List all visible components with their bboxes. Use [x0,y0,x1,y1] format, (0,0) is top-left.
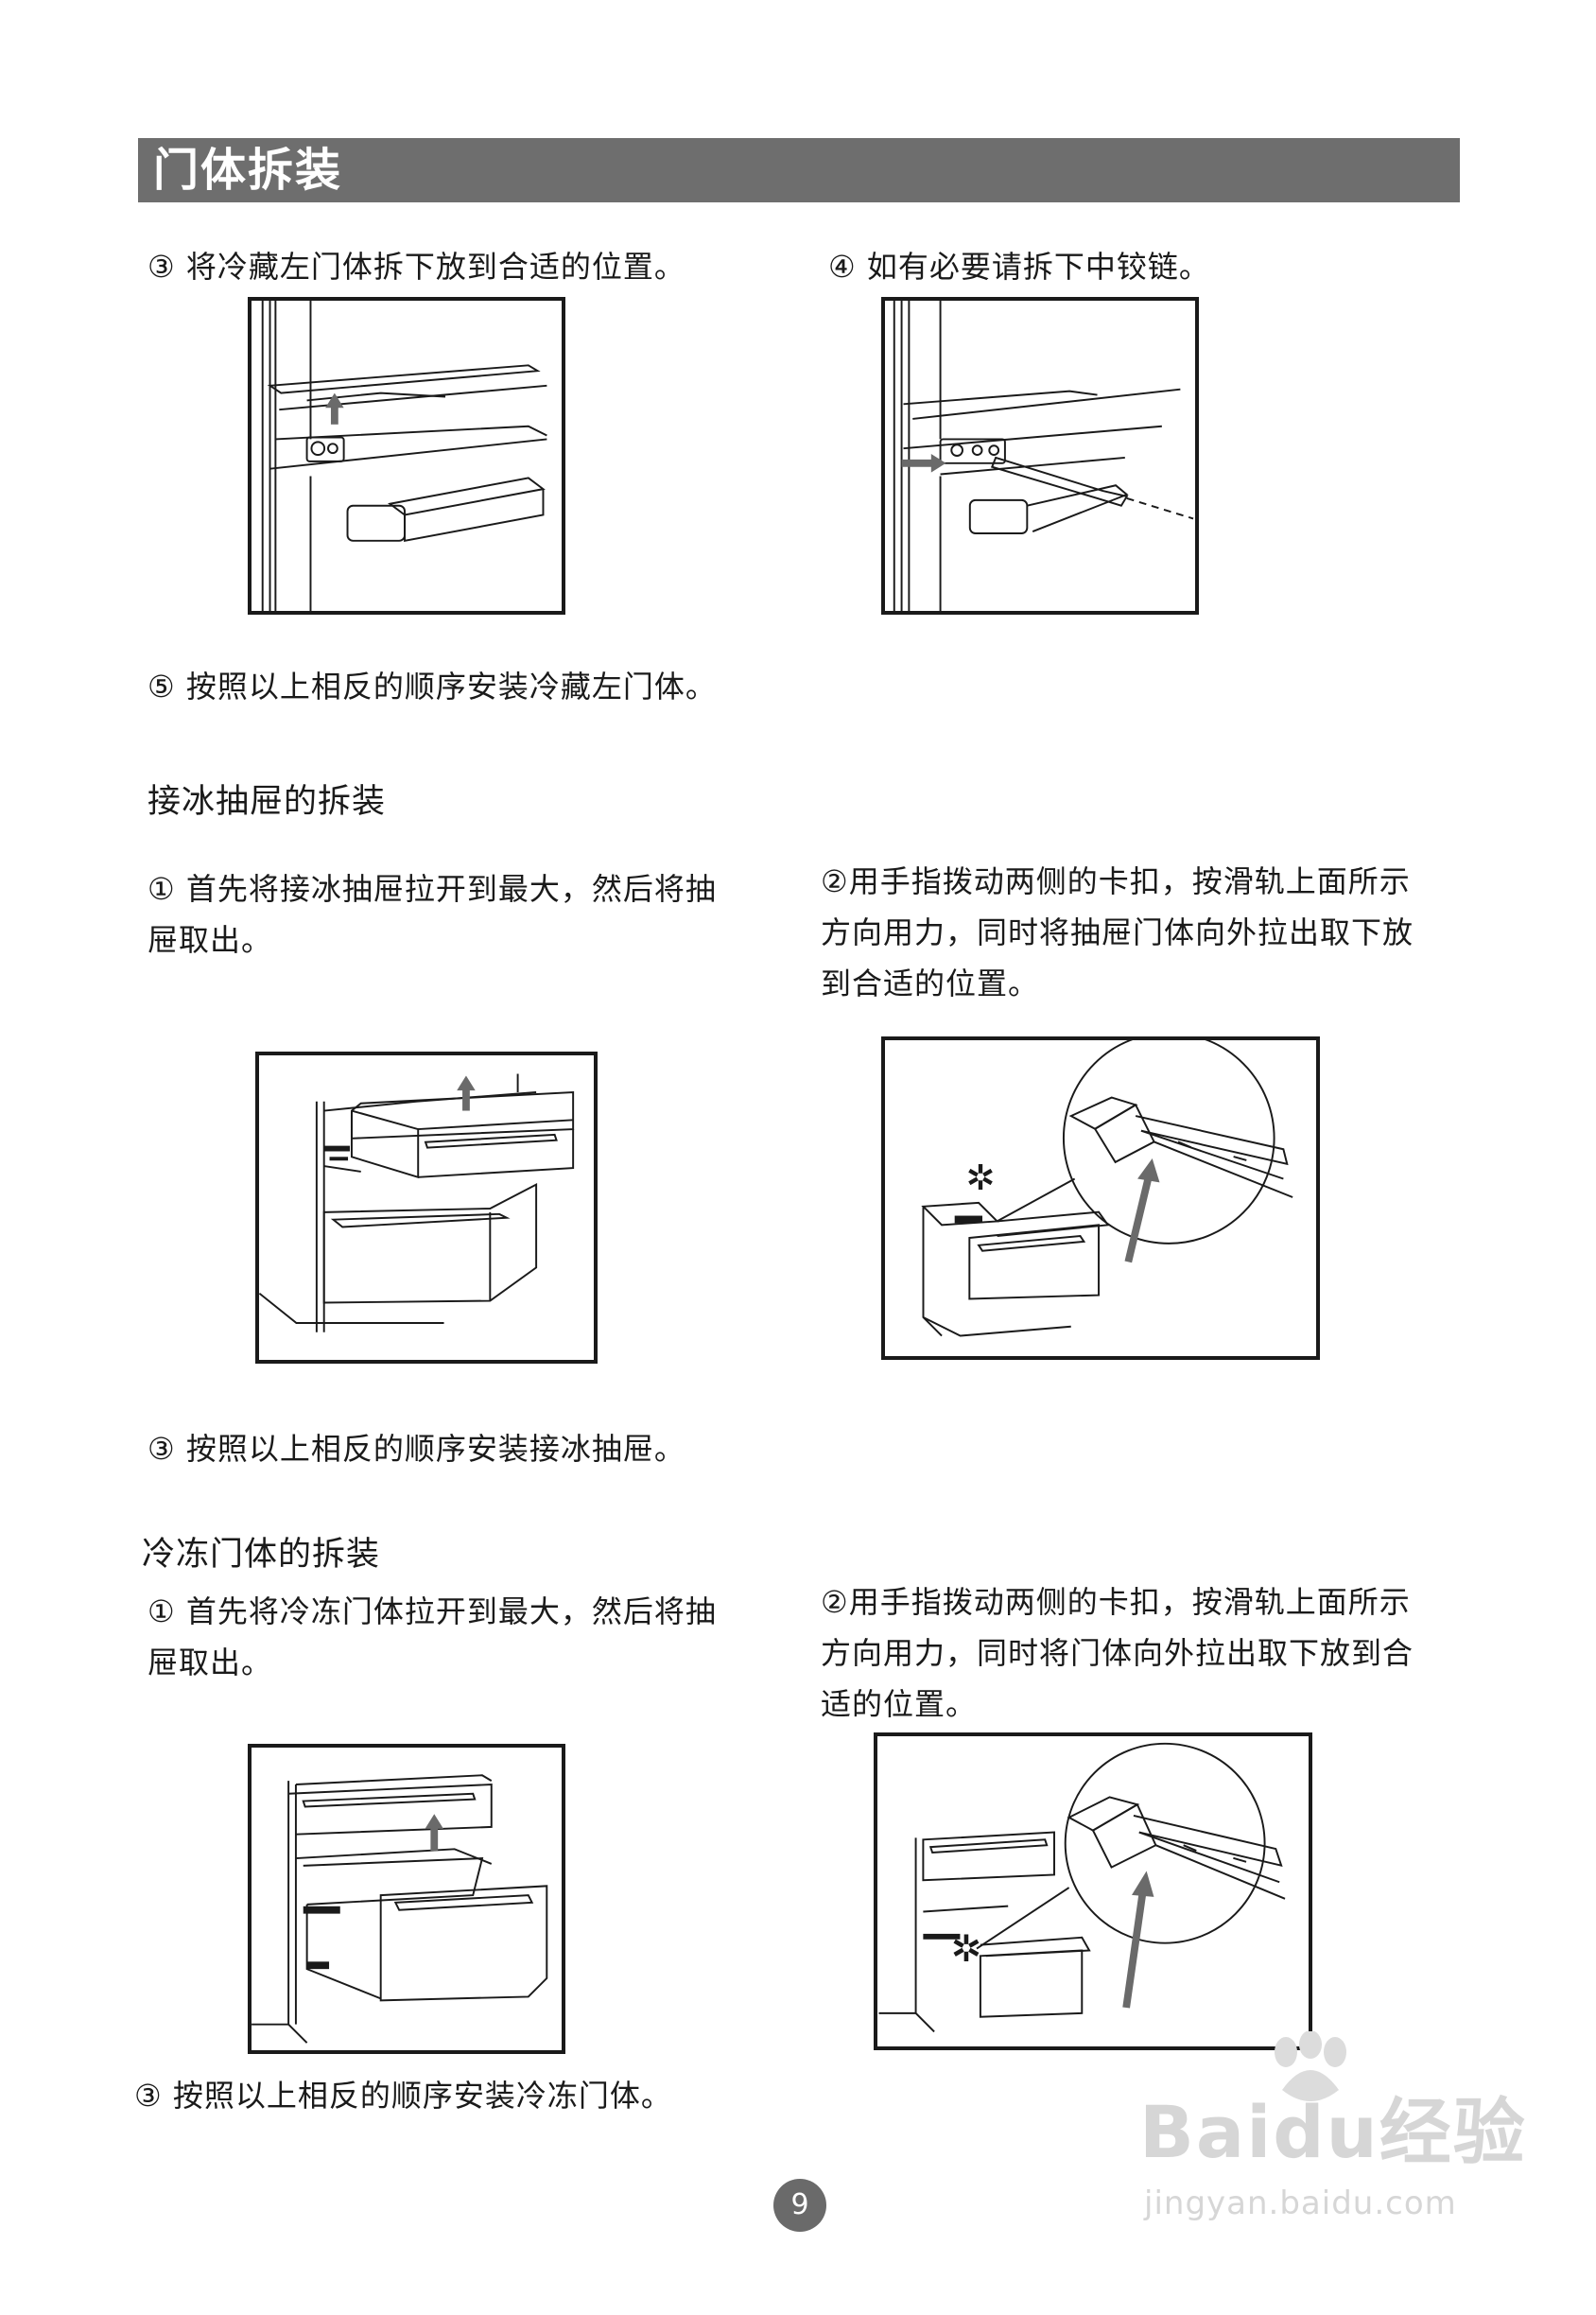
ice-step-2-line-3: 到合适的位置。 [821,966,1040,1001]
figure-remove-middle-hinge [881,297,1199,615]
figure-release-ice-drawer-clip: ✲ [881,1036,1320,1360]
figure-pull-freezer-drawer-illustration [252,1774,548,2044]
paw-logo-icon [1258,2030,1362,2111]
ice-step-2-line-1: ②用手指拨动两侧的卡扣，按滑轨上面所示 [821,863,1411,899]
freezer-step-2-line-1: ②用手指拨动两侧的卡扣，按滑轨上面所示 [821,1584,1411,1620]
figure-pull-ice-drawer [255,1052,598,1364]
ice-step-3-reinstall: ③ 按照以上相反的顺序安装接冰抽屉。 [147,1431,685,1467]
figure-remove-middle-hinge-illustration [893,301,1194,611]
svg-text:✲: ✲ [951,1928,982,1971]
header-bar [138,138,1460,202]
freezer-step-1-line-2: 屉取出。 [147,1645,273,1680]
figure-remove-left-door-illustration [261,301,547,611]
svg-text:✲: ✲ [965,1158,995,1198]
figure-release-freezer-door-clip-illustration: ✲ [878,1742,1286,2033]
watermark-brand: Baidu经验 [1139,2090,1527,2174]
page-title: 门体拆装 [153,144,343,197]
figure-release-freezer-door-clip: ✲ [874,1732,1312,2050]
section-title-ice-drawer: 接冰抽屉的拆装 [147,783,387,821]
ice-step-1-line-2: 屉取出。 [147,922,273,958]
figure-pull-freezer-drawer [248,1744,565,2054]
figure-release-ice-drawer-clip-illustration: ✲ [921,1040,1293,1337]
watermark-url: jingyan.baidu.com [1144,2184,1457,2222]
freezer-step-3-reinstall: ③ 按照以上相反的顺序安装冷冻门体。 [134,2078,672,2114]
step-5-reinstall-door: ⑤ 按照以上相反的顺序安装冷藏左门体。 [147,669,717,705]
ice-step-2-line-2: 方向用力，同时将抽屉门体向外拉出取下放 [821,914,1414,950]
freezer-step-2-line-3: 适的位置。 [821,1686,978,1722]
ice-step-1-line-1: ① 首先将接冰抽屉拉开到最大，然后将抽 [147,871,717,907]
page-number: 9 [773,2179,826,2232]
figure-pull-ice-drawer-illustration [259,1073,575,1332]
step-4-remove-hinge: ④ 如有必要请拆下中铰链。 [828,249,1210,285]
section-title-freezer-door: 冷冻门体的拆装 [142,1536,381,1574]
step-3-remove-door: ③ 将冷藏左门体拆下放到合适的位置。 [147,249,685,285]
freezer-step-1-line-1: ① 首先将冷冻门体拉开到最大，然后将抽 [147,1593,717,1629]
freezer-step-2-line-2: 方向用力，同时将门体向外拉出取下放到合 [821,1635,1414,1671]
figure-remove-left-door [248,297,565,615]
